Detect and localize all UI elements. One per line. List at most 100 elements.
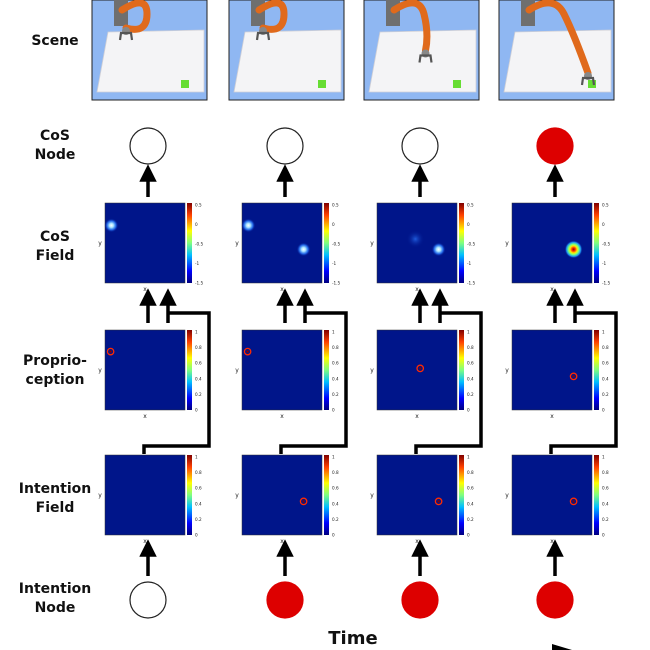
proprio-field-4-tick-2: 0.6 (602, 361, 609, 366)
intention-field-4-tick-5: 0 (602, 533, 605, 538)
cos-field-1-tick-0: 0.5 (195, 203, 202, 208)
row-label-cos-field-line2: Field (35, 248, 75, 264)
intention-field-2-peak-core (302, 500, 305, 503)
intention-field-2-tick-2: 0.6 (332, 486, 339, 491)
proprio-field-4-peak-core (572, 375, 575, 378)
scene-target-1 (181, 80, 189, 88)
intention-node-1 (129, 581, 167, 619)
proprio-field-4-xlabel: x (550, 413, 554, 420)
proprio-field-2-xlabel: x (280, 413, 284, 420)
cos-field-2-xlabel: x (280, 286, 284, 293)
proprio-field-1-xlabel: x (143, 413, 147, 420)
intention-field-3-tick-4: 0.2 (467, 517, 474, 522)
proprio-field-4-tick-1: 0.8 (602, 345, 609, 350)
cos-field-1: 0.50-0.5-1-1.5xy (98, 203, 203, 294)
cos-field-3-tick-2: -0.5 (467, 242, 476, 247)
cos-field-2-tick-1: 0 (332, 222, 335, 227)
proprio-field-3-tick-0: 1 (467, 330, 470, 335)
proprio-field-3-tick-1: 0.8 (467, 345, 474, 350)
cos-field-3-colorbar (459, 203, 464, 283)
intention-field-3-peak (434, 497, 443, 506)
intention-field-1-colorbar (187, 455, 192, 535)
cos-field-4-xlabel: x (550, 286, 554, 293)
scene-robot-arm-4 (525, 0, 592, 77)
intention-field-3-tick-1: 0.8 (467, 470, 474, 475)
intention-field-3-tick-5: 0 (467, 533, 470, 538)
proprio-field-2-tick-5: 0 (332, 408, 335, 413)
time-axis-label: Time (328, 628, 378, 649)
time-arrow-head (552, 644, 572, 650)
intention-field-3-xlabel: x (415, 538, 419, 545)
row-label-intention-field: Intention Field (0, 480, 110, 518)
row-label-cos-node-line1: CoS (40, 128, 70, 144)
row-label-proprio-line2: ception (25, 372, 85, 388)
proprio-field-1-tick-1: 0.8 (195, 345, 202, 350)
cos-field-1-frame (104, 202, 186, 284)
row-label-intention-field-line2: Field (35, 500, 75, 516)
cos-field-2-area (242, 203, 322, 283)
proprio-field-1-peak (106, 347, 115, 356)
cos-field-1-tick-4: -1.5 (195, 281, 204, 286)
scene-panel-3 (363, 0, 480, 101)
row-label-intention-node-line2: Node (34, 600, 76, 616)
row-label-cos-node-line2: Node (34, 147, 76, 163)
intention-field-2-tick-0: 1 (332, 455, 335, 460)
cos-field-1-tick-1: 0 (195, 222, 198, 227)
cos-field-3-tick-3: -1 (467, 261, 472, 266)
intention-field-2-tick-5: 0 (332, 533, 335, 538)
cos-field-3-tick-0: 0.5 (467, 203, 474, 208)
proprio-field-2-tick-2: 0.6 (332, 361, 339, 366)
scene-robot-arm-3 (390, 0, 431, 54)
cos-node-3 (401, 127, 439, 165)
intention-field-4-tick-2: 0.6 (602, 486, 609, 491)
proprio-field-3-frame (376, 329, 458, 411)
row-label-scene: Scene (0, 32, 110, 51)
proprio-field-4-tick-5: 0 (602, 408, 605, 413)
cos-field-2: 0.50-0.5-1-1.5xy (235, 203, 340, 294)
intention-field-4-ylabel: y (505, 492, 509, 499)
intention-field-1-tick-3: 0.4 (195, 501, 202, 506)
cos-field-4-peak-0 (564, 240, 583, 259)
intention-field-1-frame (104, 454, 186, 536)
proprio-field-3-ylabel: y (370, 367, 374, 374)
intention-field-4-tick-3: 0.4 (602, 501, 609, 506)
proprio-field-3-tick-2: 0.6 (467, 361, 474, 366)
intention-field-4-peak (569, 497, 578, 506)
intention-field-3-area (377, 455, 457, 535)
intention-field-3-tick-3: 0.4 (467, 501, 474, 506)
row-label-intention-node-line1: Intention (18, 581, 92, 597)
scene-table-1 (96, 29, 205, 93)
proprio-field-4-colorbar (594, 330, 599, 410)
intention-field-2-frame (241, 454, 323, 536)
cos-field-3: 0.50-0.5-1-1.5xy (370, 203, 475, 294)
proprio-field-2-frame (241, 329, 323, 411)
cos-field-4-tick-1: 0 (602, 222, 605, 227)
intention-field-2-tick-1: 0.8 (332, 470, 339, 475)
row-label-intention-node: Intention Node (0, 580, 110, 618)
scene-robot-gripper-1 (118, 31, 134, 41)
intention-field-4-tick-0: 1 (602, 455, 605, 460)
cos-field-2-ylabel: y (235, 240, 239, 247)
cos-field-1-peak-0 (104, 218, 119, 233)
proprio-field-2-tick-1: 0.8 (332, 345, 339, 350)
proprio-field-1-tick-4: 0.2 (195, 392, 202, 397)
intention-node-3 (401, 581, 439, 619)
proprio-field-4-frame (511, 329, 593, 411)
cos-field-2-frame (241, 202, 323, 284)
cos-field-2-peak-1 (296, 242, 311, 257)
proprio-field-2-ylabel: y (235, 367, 239, 374)
proprio-field-3-xlabel: x (415, 413, 419, 420)
cos-field-1-tick-3: -1 (195, 261, 200, 266)
scene-panel-2 (228, 0, 345, 101)
scene-robot-gripper-2 (255, 31, 271, 41)
proprio-field-4-tick-0: 1 (602, 330, 605, 335)
cos-field-1-tick-2: -0.5 (195, 242, 204, 247)
proprio-field-1-frame (104, 329, 186, 411)
scene-panel-4 (498, 0, 615, 101)
intention-field-2-tick-4: 0.2 (332, 517, 339, 522)
link-intention-to-cosfield-4 (549, 311, 618, 454)
